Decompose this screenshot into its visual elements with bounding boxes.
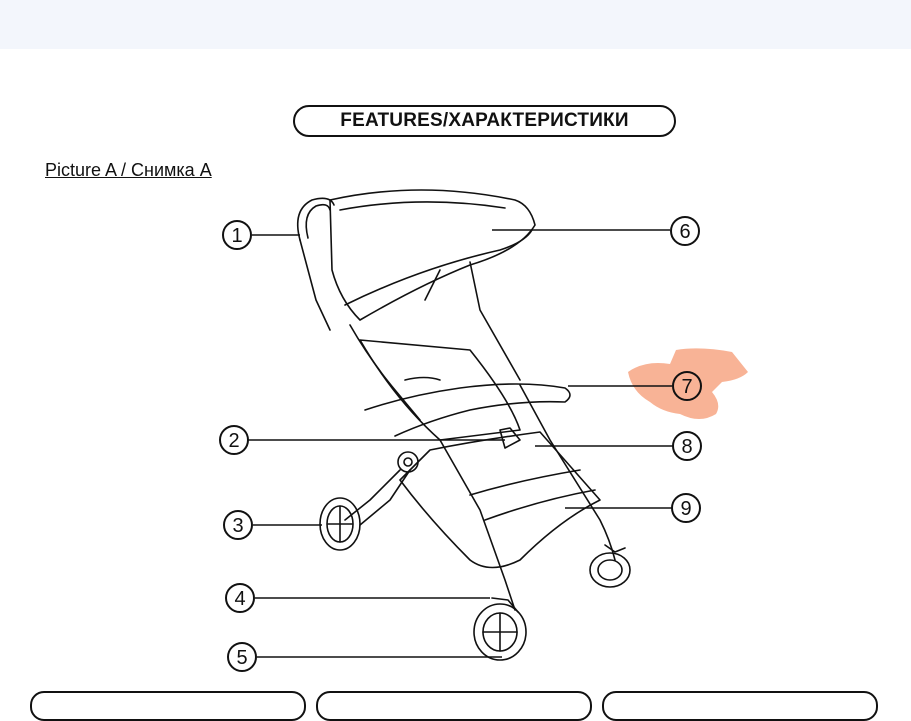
bottom-section-box-left bbox=[30, 691, 306, 721]
callout-number: 3 bbox=[232, 515, 243, 537]
callout-number: 2 bbox=[228, 430, 239, 452]
leader-lines bbox=[248, 229, 673, 658]
callout-2: 2 bbox=[219, 425, 249, 455]
top-bar bbox=[0, 0, 911, 49]
callout-number: 4 bbox=[234, 588, 245, 610]
callout-3: 3 bbox=[223, 510, 253, 540]
highlight-marker bbox=[628, 348, 748, 419]
stroller-illustration bbox=[296, 189, 631, 661]
callout-1: 1 bbox=[222, 220, 252, 250]
stroller-diagram: 1 2 3 4 5 6 7 8 9 bbox=[219, 189, 748, 672]
callout-number: 6 bbox=[679, 221, 690, 243]
callout-7: 7 bbox=[672, 371, 702, 401]
callout-5: 5 bbox=[227, 642, 257, 672]
bottom-section-box-right bbox=[602, 691, 878, 721]
picture-label: Picture A / Снимка A bbox=[45, 160, 212, 180]
callout-6: 6 bbox=[670, 216, 700, 246]
callout-number: 9 bbox=[680, 498, 691, 520]
callout-number: 1 bbox=[231, 225, 242, 247]
callout-8: 8 bbox=[672, 431, 702, 461]
callout-number: 7 bbox=[681, 376, 692, 398]
bottom-section-box-middle bbox=[316, 691, 592, 721]
callout-4: 4 bbox=[225, 583, 255, 613]
features-title: FEATURES/ХАРАКТЕРИСТИКИ bbox=[293, 105, 676, 137]
callout-9: 9 bbox=[671, 493, 701, 523]
callout-number: 8 bbox=[681, 436, 692, 458]
callout-number: 5 bbox=[236, 647, 247, 669]
